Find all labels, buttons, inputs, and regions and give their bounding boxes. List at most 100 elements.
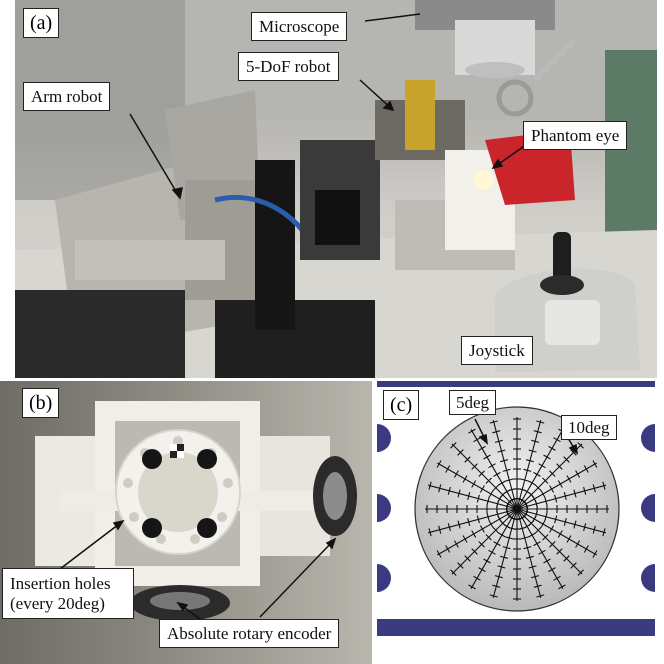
grid-tick <box>556 548 563 555</box>
grid-tick <box>468 584 476 590</box>
grid-tick <box>479 525 485 533</box>
insertion-holes-label: Insertion holes (every 20deg) <box>2 568 134 620</box>
lab-setup-photo <box>15 0 657 378</box>
grid-tick <box>436 550 442 558</box>
five-deg-label: 5deg <box>449 390 497 415</box>
microscope-label: Microscope <box>251 12 348 41</box>
grid-tick <box>583 523 587 532</box>
grid-tick <box>535 527 542 534</box>
grid-tick <box>462 535 468 543</box>
grid-tick <box>500 555 509 559</box>
grid-tick <box>428 528 432 537</box>
grid-tick <box>557 530 563 538</box>
grid-tick <box>540 520 546 528</box>
grid-tick <box>489 594 498 598</box>
grid-tick <box>471 530 477 538</box>
grid-spoke <box>427 508 518 534</box>
grid-spoke <box>516 508 564 589</box>
grid-tick <box>488 549 496 555</box>
grid-tick <box>447 523 451 532</box>
grid-spoke <box>516 508 583 575</box>
grid-tick <box>457 449 464 456</box>
grid-tick <box>502 468 511 472</box>
grid-tick <box>476 515 480 524</box>
grid-tick <box>570 562 577 569</box>
grid-tick <box>473 575 481 581</box>
grid-tick <box>438 525 442 534</box>
grid-tick <box>478 567 486 573</box>
grid-tick <box>457 489 461 498</box>
grid-tick <box>473 437 481 443</box>
grid-tick <box>542 477 549 484</box>
grid-tick <box>467 492 471 501</box>
grid-tick <box>528 480 536 486</box>
grid-tick <box>536 594 545 598</box>
grid-tick <box>471 463 478 470</box>
grid-tick <box>453 540 459 548</box>
grid-tick <box>450 442 457 449</box>
grid-tick <box>540 490 546 498</box>
grid-tick <box>528 532 536 538</box>
grid-tick <box>563 456 570 463</box>
grid-spoke <box>516 484 607 510</box>
grid-tick <box>543 558 551 564</box>
insertion-holes-line2: (every 20deg) <box>10 593 105 613</box>
grid-tick <box>575 470 581 478</box>
grid-tick <box>457 520 461 529</box>
grid-tick <box>549 470 556 477</box>
grid-tick <box>592 484 596 493</box>
grid-tick <box>485 477 492 484</box>
grid-tick <box>533 584 542 588</box>
rotary-encoder-label: Absolute rotary encoder <box>159 619 340 648</box>
grid-tick <box>592 550 598 558</box>
grid-tick <box>478 470 485 477</box>
phantom-holder-photo <box>35 401 357 621</box>
grid-tick <box>528 449 537 453</box>
grid-tick <box>520 478 529 482</box>
grid-tick <box>525 502 529 511</box>
grid-tick <box>483 558 491 564</box>
grid-tick <box>573 520 577 529</box>
grid-tick <box>583 465 589 473</box>
grid-tick <box>525 459 534 463</box>
grid-spoke <box>470 508 518 589</box>
grid-tick <box>533 430 542 434</box>
grid-tick <box>533 471 541 477</box>
grid-tick <box>471 480 477 488</box>
grid-tick <box>464 456 471 463</box>
joystick-label: Joystick <box>461 336 533 365</box>
grid-tick <box>483 454 491 460</box>
grid-tick <box>583 486 587 495</box>
grid-tick <box>486 497 490 506</box>
grid-tick <box>493 471 501 477</box>
grid-tick <box>554 515 558 524</box>
grid-tick <box>538 549 546 555</box>
five-dof-robot-label: 5-DoF robot <box>238 52 339 81</box>
grid-tick <box>436 460 442 468</box>
grid-tick <box>492 430 501 434</box>
grid-tick <box>479 485 485 493</box>
grid-tick <box>543 454 551 460</box>
grid-tick <box>486 512 490 521</box>
grid-tick <box>498 532 506 538</box>
grid-tick <box>523 468 532 472</box>
panel-b-letter: (b) <box>22 388 60 418</box>
grid-tick <box>563 555 570 562</box>
grid-spoke <box>516 462 597 510</box>
grid-spoke <box>516 443 583 510</box>
grid-spoke <box>451 443 518 510</box>
grid-tick <box>497 449 506 453</box>
grid-spoke <box>427 484 518 510</box>
grid-tick <box>488 490 494 498</box>
grid-tick <box>570 449 577 456</box>
grid-tick <box>536 420 545 424</box>
panel-a-letter: (a) <box>23 8 60 38</box>
grid-tick <box>602 528 606 537</box>
grid-tick <box>548 567 556 573</box>
grid-tick <box>464 555 471 562</box>
grid-spoke <box>492 419 518 510</box>
grid-spoke <box>516 419 542 510</box>
ten-deg-label: 10deg <box>561 415 617 440</box>
grid-spoke <box>516 429 564 510</box>
grid-tick <box>438 484 442 493</box>
